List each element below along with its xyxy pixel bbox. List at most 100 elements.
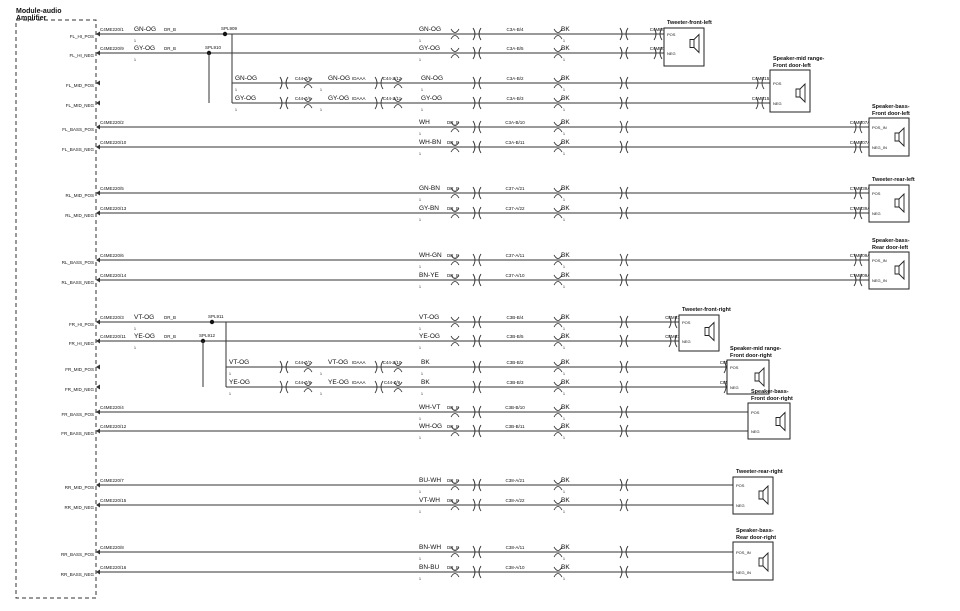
twisted-pair-icon	[393, 77, 403, 89]
wire-color-label: GY-OG	[419, 45, 440, 52]
connector-pair-icon	[619, 273, 629, 287]
twisted-pair-icon	[553, 425, 563, 437]
connector-pin-label: C37-A/11	[506, 253, 525, 258]
wire-index-label: 1	[421, 372, 423, 376]
connector-pair-icon	[472, 315, 482, 329]
wire-color-label: BK	[561, 26, 570, 33]
twisted-pair-icon	[450, 425, 460, 437]
connector-pin-label: C44-Z/9	[384, 380, 401, 385]
wire-index-label: 1	[563, 265, 565, 269]
module-connector-label: C4ME220/15	[100, 498, 127, 503]
connector-pair-icon	[472, 380, 482, 394]
connector-pair-icon	[472, 140, 482, 154]
connector-pair-icon	[619, 498, 629, 512]
speaker-pin-label: NEG	[751, 429, 760, 434]
speaker-pin-label: NEG_IN	[872, 145, 887, 150]
connector-pair-icon	[619, 120, 629, 134]
speaker-pin-label: NEG	[773, 101, 782, 106]
wire-index-label: 1	[229, 392, 231, 396]
connector-pair-icon	[472, 76, 482, 90]
wire-index-label: 1	[419, 132, 421, 136]
wire-color-label: BK	[561, 497, 570, 504]
wire-end-arrow	[96, 100, 100, 106]
shield-tag-label: DR_B	[164, 315, 176, 320]
connector-pin-label: C3A-B/4	[506, 27, 524, 32]
connector-pair-icon	[853, 206, 863, 220]
shield-tag-label: DR_B	[447, 273, 459, 278]
shield-tag-label: DR_B	[447, 545, 459, 550]
wire-color-label: GN-OG	[235, 75, 257, 82]
speaker-title: Speaker-bass-	[872, 238, 910, 244]
wire-index-label: 1	[229, 372, 231, 376]
wire-end-arrow	[96, 482, 100, 488]
wire-color-label: BK	[561, 404, 570, 411]
wire-index-label: 1	[134, 346, 136, 350]
wire-index-label: 1	[134, 327, 136, 331]
connector-pin-label: C44-Z/8	[295, 380, 312, 385]
wire-color-label: BK	[561, 544, 570, 551]
wire-index-label: 1	[419, 577, 421, 581]
amplifier-module: Module-audio Amplifier	[15, 8, 97, 599]
speaker-pin-label: POS_IN	[872, 125, 887, 130]
connector-pair-icon	[374, 380, 384, 394]
twisted-pair-icon	[393, 361, 403, 373]
connector-pin-label: C44-Z/7	[295, 360, 312, 365]
twisted-pair-icon	[553, 335, 563, 347]
pin-label: RL_BASS_NEG	[61, 280, 94, 285]
module-connector-label: C4ME220/12	[100, 424, 127, 429]
wire-index-label: 1	[235, 88, 237, 92]
wire-index-label: 1	[563, 346, 565, 350]
connector-pin-label: C44-Z/11	[383, 96, 402, 101]
connector-pair-icon	[668, 315, 678, 329]
pin-label: RR_BASS_NEG	[61, 572, 95, 577]
wire-index-label: 1	[563, 218, 565, 222]
shield-tag-label: DR_B	[164, 46, 176, 51]
speaker-pin-label: NEG	[730, 385, 739, 390]
shield-tag-label: IDAAA	[352, 360, 366, 365]
module-connector-label: C4ME220/16	[100, 565, 127, 570]
module-connector-label: C4ME220/13	[100, 206, 127, 211]
speaker-icon	[775, 411, 786, 432]
wire-end-arrow	[96, 319, 100, 325]
twisted-pair-icon	[450, 316, 460, 328]
twisted-pair-icon	[393, 381, 403, 393]
speaker-pin-label: NEG_IN	[872, 278, 887, 283]
wire-color-label: WH-GN	[419, 252, 442, 259]
twisted-pair-icon	[553, 316, 563, 328]
wire-end-arrow	[96, 277, 100, 283]
wire-index-label: 1	[419, 436, 421, 440]
connector-pin-label: C37-A/21	[505, 186, 525, 191]
twisted-pair-icon	[553, 141, 563, 153]
twisted-pair-icon	[450, 406, 460, 418]
destination-pin-label: C4ME07A/1	[850, 120, 875, 125]
wire-end-arrow	[96, 549, 100, 555]
destination-pin-label: C8ME11A/2	[665, 315, 689, 320]
wire-index-label: 1	[419, 557, 421, 561]
twisted-pair-icon	[553, 254, 563, 266]
connector-pair-icon	[619, 424, 629, 438]
connector-pair-icon	[472, 273, 482, 287]
wire-color-label: VT-WH	[419, 497, 440, 504]
twisted-pair-icon	[553, 274, 563, 286]
wire-color-label: YE-OG	[229, 379, 250, 386]
speaker-pin-label: NEG	[682, 339, 691, 344]
wire-color-label: BK	[561, 119, 570, 126]
wire-index-label: 1	[419, 198, 421, 202]
speaker-pin-label: POS	[667, 32, 676, 37]
wire-color-label: BN-BU	[419, 564, 440, 571]
speaker-pin-label: NEG	[872, 211, 881, 216]
connector-pin-label: C3B-B/2	[506, 360, 524, 365]
shield-tag-label: DR_B	[447, 565, 459, 570]
connector-pin-label: C38-A/21	[505, 478, 525, 483]
speaker-box	[663, 27, 705, 67]
wire-index-label: 1	[419, 285, 421, 289]
connector-pair-icon	[619, 27, 629, 41]
shield-tag-label: IDAAA	[352, 380, 366, 385]
connector-pair-icon	[619, 405, 629, 419]
connector-pair-icon	[755, 96, 765, 110]
speaker-icon	[894, 126, 905, 148]
wire-color-label: BK	[561, 45, 570, 52]
connector-pair-icon	[619, 360, 629, 374]
speaker-title: Tweeter-front-left	[667, 20, 712, 26]
